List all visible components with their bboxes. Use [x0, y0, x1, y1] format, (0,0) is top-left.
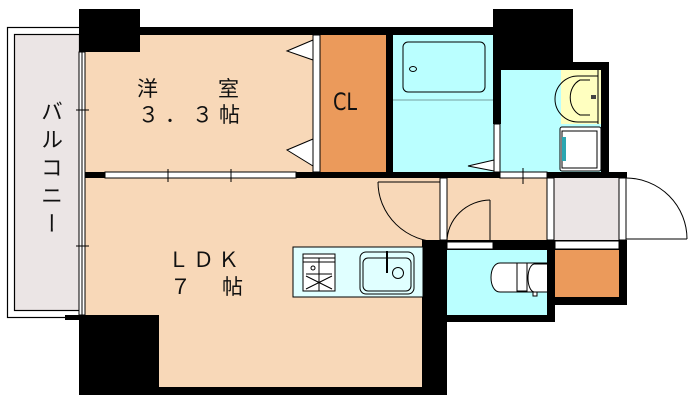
wall-top	[140, 27, 494, 35]
closet-label: CL	[333, 88, 358, 116]
ldk-size: ７ 帖	[170, 275, 248, 299]
western-room-size: ３．３帖	[138, 103, 246, 127]
ldk-label: ＬＤＫ	[168, 248, 243, 272]
wall-bath-washroom	[493, 62, 501, 124]
wall-washroom-top	[493, 62, 609, 70]
column-bottom-right	[422, 322, 447, 395]
balcony-label: バルコニー	[37, 100, 62, 240]
toilet-tank	[527, 263, 547, 293]
balcony-bottom-wall	[65, 315, 85, 320]
hall-right-frame	[546, 177, 555, 241]
wall-washroom-right	[601, 62, 609, 178]
bathroom-door-frame[interactable]	[493, 123, 501, 173]
stove-burner	[310, 265, 316, 271]
wall-toilet-left	[422, 240, 447, 322]
closet-floor	[320, 34, 386, 172]
wall-shoe-bottom	[547, 297, 627, 305]
washing-drain	[562, 137, 566, 161]
hall-left-frame	[439, 177, 448, 241]
bathtub-drain	[409, 66, 417, 72]
wall-toilet-right	[547, 240, 555, 316]
toilet-pipe	[532, 291, 538, 297]
hall-floor	[446, 178, 548, 241]
wall-toilet-bottom	[440, 315, 555, 322]
wall-toilet-top	[440, 240, 627, 250]
closet-door-lower[interactable]	[285, 138, 314, 167]
stove-grate	[305, 275, 333, 290]
bathroom-door[interactable]	[467, 159, 495, 172]
shoe-closet-frame	[554, 240, 620, 250]
entrance-floor	[553, 178, 619, 241]
toilet-seat-hinge	[516, 262, 528, 292]
entrance-right-frame	[618, 177, 627, 241]
wall-mid-center	[296, 172, 392, 178]
wall-mid-right	[547, 172, 627, 178]
wall-mid-left	[79, 172, 105, 178]
washbasin-bowl	[569, 79, 590, 116]
wall-ldk-bottom	[159, 387, 440, 395]
washing-machine-pan	[559, 126, 602, 172]
western-room-label: 洋 室	[137, 77, 245, 101]
column-bottom-left	[79, 315, 159, 395]
wall-closet-bath	[386, 35, 393, 178]
shoe-closet-floor	[555, 250, 620, 297]
sliding-partition[interactable]	[104, 171, 297, 179]
sink-drain	[392, 267, 404, 279]
western-room-floor	[83, 34, 320, 172]
bathtub	[402, 41, 486, 93]
column-top-left	[79, 9, 140, 52]
entrance-door-swing	[625, 177, 688, 240]
toilet-door-frame[interactable]	[446, 241, 494, 250]
faucet-icon	[591, 95, 596, 99]
toilet-door-swing	[446, 199, 491, 243]
wall-shoe-right	[619, 240, 627, 305]
column-top-right	[493, 9, 573, 62]
closet-door-upper[interactable]	[285, 39, 314, 61]
washbasin-outer	[554, 75, 598, 123]
closet-door-track	[312, 34, 321, 173]
wall-mid-bath	[392, 172, 500, 178]
bathroom-floor	[392, 35, 494, 173]
